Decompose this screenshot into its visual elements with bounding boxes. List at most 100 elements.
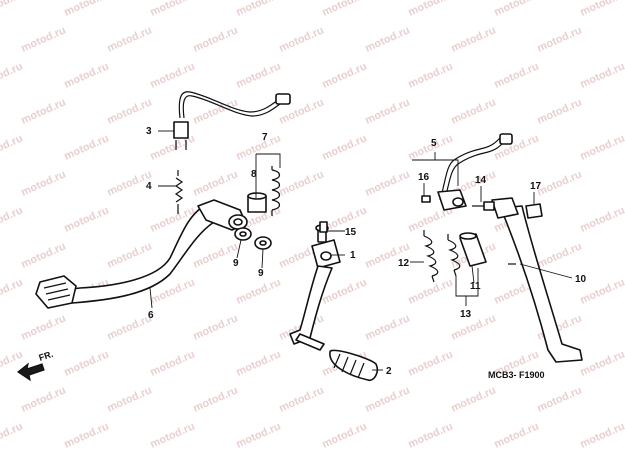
callout-14: 14	[475, 175, 487, 186]
watermark-text: motod.ru	[234, 276, 282, 306]
watermark-text: motod.ru	[578, 60, 625, 90]
front-direction-label: FR.	[38, 349, 55, 363]
diagram-code: MCB3- F1900	[488, 370, 545, 380]
watermark-text: motod.ru	[449, 96, 497, 126]
watermark-text: motod.ru	[277, 168, 325, 198]
bolt-15	[319, 221, 328, 233]
spring-collar	[459, 232, 487, 267]
watermark-text: motod.ru	[406, 276, 454, 306]
callout-9a: 9	[233, 258, 239, 269]
callout-8: 8	[251, 169, 257, 180]
watermark-text: motod.ru	[535, 96, 583, 126]
watermark-text: motod.ru	[191, 384, 239, 414]
watermark-text: motod.ru	[62, 0, 110, 19]
watermark-text: motod.ru	[320, 0, 368, 19]
watermark-text: motod.ru	[320, 132, 368, 162]
pedal-return-spring	[174, 170, 184, 214]
watermark-text: motod.ru	[148, 132, 196, 162]
watermark-text: motod.ru	[406, 0, 454, 19]
switch-bolt	[421, 195, 431, 203]
watermark-text: motod.ru	[578, 204, 625, 234]
watermark-text: motod.ru	[535, 240, 583, 270]
callout-5: 5	[431, 138, 437, 149]
watermark-text: motod.ru	[19, 312, 67, 342]
watermark-text: motod.ru	[0, 0, 25, 19]
callout-12: 12	[398, 258, 410, 269]
callout-2: 2	[386, 366, 392, 377]
watermark-text: motod.ru	[449, 384, 497, 414]
watermark-text: motod.ru	[578, 348, 625, 378]
watermark-text: motod.ru	[363, 384, 411, 414]
side-stand-switch	[437, 133, 513, 211]
washer-2	[254, 236, 272, 250]
watermark-text: motod.ru	[191, 168, 239, 198]
watermark-text: motod.ru	[492, 0, 540, 19]
watermark-text: motod.ru	[19, 240, 67, 270]
watermark-text: motod.ru	[363, 168, 411, 198]
brake-light-switch	[173, 91, 291, 150]
watermark-text: motod.ru	[0, 60, 25, 90]
watermark-text: motod.ru	[234, 60, 282, 90]
callout-7: 7	[262, 132, 268, 143]
watermark-layer: motod.ru motod.ru motod.ru motod.ru motod.ru…	[0, 0, 625, 451]
watermark-text: motod.ru	[449, 24, 497, 54]
watermark-text: motod.ru	[320, 60, 368, 90]
brake-pedal	[35, 199, 248, 309]
watermark-text: motod.ru	[234, 132, 282, 162]
callout-15: 15	[345, 227, 357, 238]
gearshift-arm	[289, 224, 341, 351]
callout-4: 4	[146, 181, 152, 192]
side-stand	[491, 197, 583, 363]
watermark-text: motod.ru	[234, 0, 282, 19]
shift-pedal-rubber	[329, 349, 379, 382]
watermark-text: motod.ru	[492, 60, 540, 90]
watermark-text: motod.ru	[105, 96, 153, 126]
watermark-text: motod.ru	[406, 348, 454, 378]
watermark-text: motod.ru	[0, 420, 25, 450]
watermark-text: motod.ru	[0, 276, 25, 306]
watermark-text: motod.ru	[62, 420, 110, 450]
watermark-text: motod.ru	[191, 24, 239, 54]
watermark-text: motod.ru	[449, 312, 497, 342]
watermark-text: motod.ru	[406, 60, 454, 90]
side-stand-nut	[525, 203, 543, 219]
watermark-text: motod.ru	[320, 420, 368, 450]
watermark-text: motod.ru	[0, 132, 25, 162]
watermark-text: motod.ru	[62, 204, 110, 234]
spring-and-collar	[247, 166, 281, 216]
callout-9b: 9	[258, 268, 264, 279]
watermark-text: motod.ru	[492, 420, 540, 450]
watermark-text: motod.ru	[19, 384, 67, 414]
watermark-text: motod.ru	[277, 384, 325, 414]
watermark-text: motod.ru	[19, 96, 67, 126]
callout-1: 1	[350, 250, 356, 261]
watermark-text: motod.ru	[234, 348, 282, 378]
front-direction-arrow: FR.	[16, 349, 55, 382]
watermark-text: motod.ru	[148, 0, 196, 19]
watermark-text: motod.ru	[148, 348, 196, 378]
watermark-text: motod.ru	[19, 168, 67, 198]
watermark-text: motod.ru	[105, 384, 153, 414]
watermark-text: motod.ru	[234, 420, 282, 450]
watermark-text: motod.ru	[578, 0, 625, 19]
callout-16: 16	[418, 172, 430, 183]
callout-13: 13	[460, 309, 472, 320]
watermark-text: motod.ru	[105, 24, 153, 54]
watermark-text: motod.ru	[105, 240, 153, 270]
watermark-text: motod.ru	[62, 348, 110, 378]
callout-10: 10	[575, 274, 587, 285]
callout-3: 3	[146, 126, 152, 137]
watermark-text: motod.ru	[535, 24, 583, 54]
watermark-text: motod.ru	[148, 420, 196, 450]
watermark-text: motod.ru	[363, 312, 411, 342]
side-stand-spring-inner	[447, 234, 461, 277]
watermark-text: motod.ru	[578, 420, 625, 450]
watermark-text: motod.ru	[191, 312, 239, 342]
side-stand-spring-outer	[423, 230, 439, 283]
watermark-text: motod.ru	[148, 60, 196, 90]
watermark-text: motod.ru	[535, 168, 583, 198]
callout-6: 6	[148, 310, 154, 321]
watermark-text: motod.ru	[105, 312, 153, 342]
watermark-text: motod.ru	[277, 24, 325, 54]
